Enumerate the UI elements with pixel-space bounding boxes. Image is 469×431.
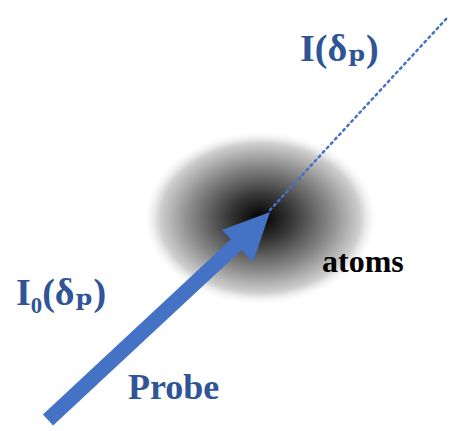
probe-label: Probe (128, 368, 219, 408)
probe-arrowhead (222, 212, 270, 262)
transmitted-beam (270, 18, 447, 210)
probe-beam (48, 243, 238, 420)
atom-cloud (147, 130, 383, 306)
output-intensity: I(δₚ) (300, 28, 379, 70)
atoms-label: atoms (322, 244, 404, 279)
input-intensity: I₀(δₚ) (16, 272, 106, 314)
